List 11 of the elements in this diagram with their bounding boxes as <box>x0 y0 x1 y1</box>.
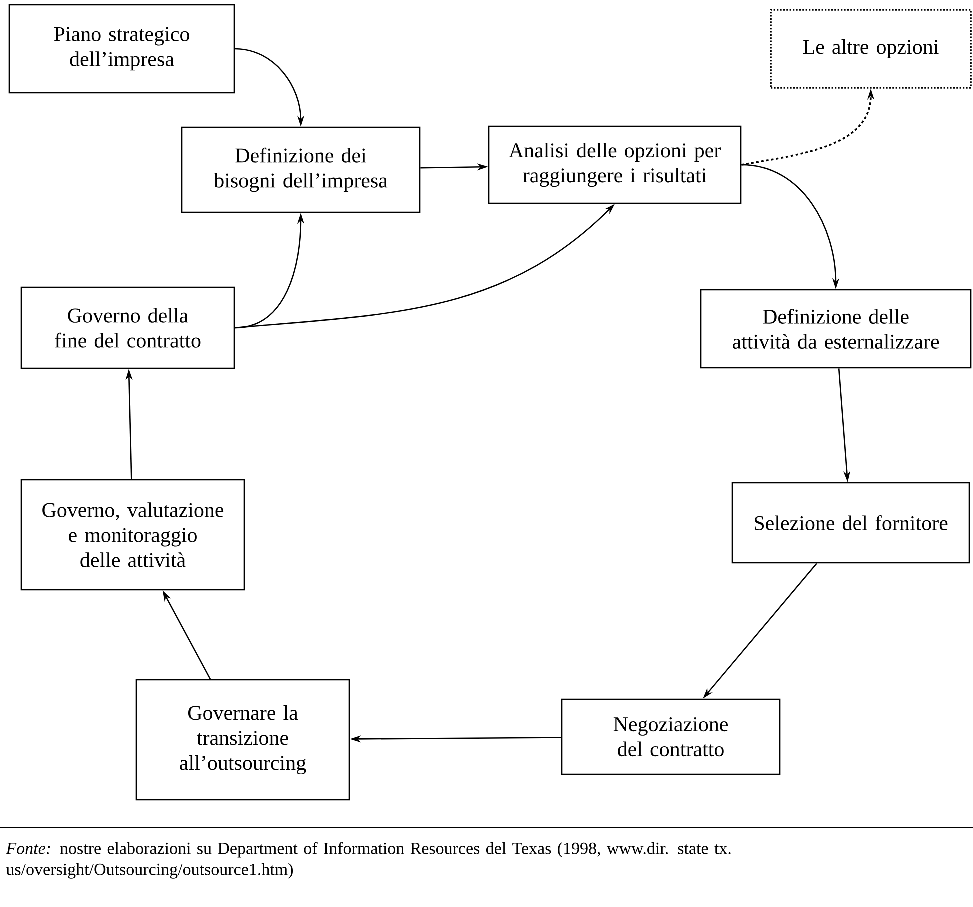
caption: Fonte: nostre elaborazioni su Department of Information Resources del Texas (1998, www.dir. state tx. us/oversight/Outsourcing/outsource1.htm) <box>6 842 731 879</box>
process-box: Governo della fine del contratto <box>20 286 236 370</box>
process-box: Analisi delle opzioni per raggiungere i risultati <box>488 126 742 204</box>
process-box: Piano strategico dell’impresa <box>8 4 236 94</box>
process-box: Negoziazione del contratto <box>561 698 781 776</box>
process-box: Definizione dei bisogni dell’impresa <box>181 126 421 214</box>
process-box: Governo, valutazione e monitoraggio delle attività <box>20 479 246 591</box>
process-box: Governare la transizione all’outsourcing <box>136 679 350 801</box>
process-box: Definizione delle attività da esternalizzare <box>700 289 972 369</box>
process-box: Selezione del fornitore <box>732 482 970 564</box>
process-box: Le altre opzioni <box>770 9 972 89</box>
